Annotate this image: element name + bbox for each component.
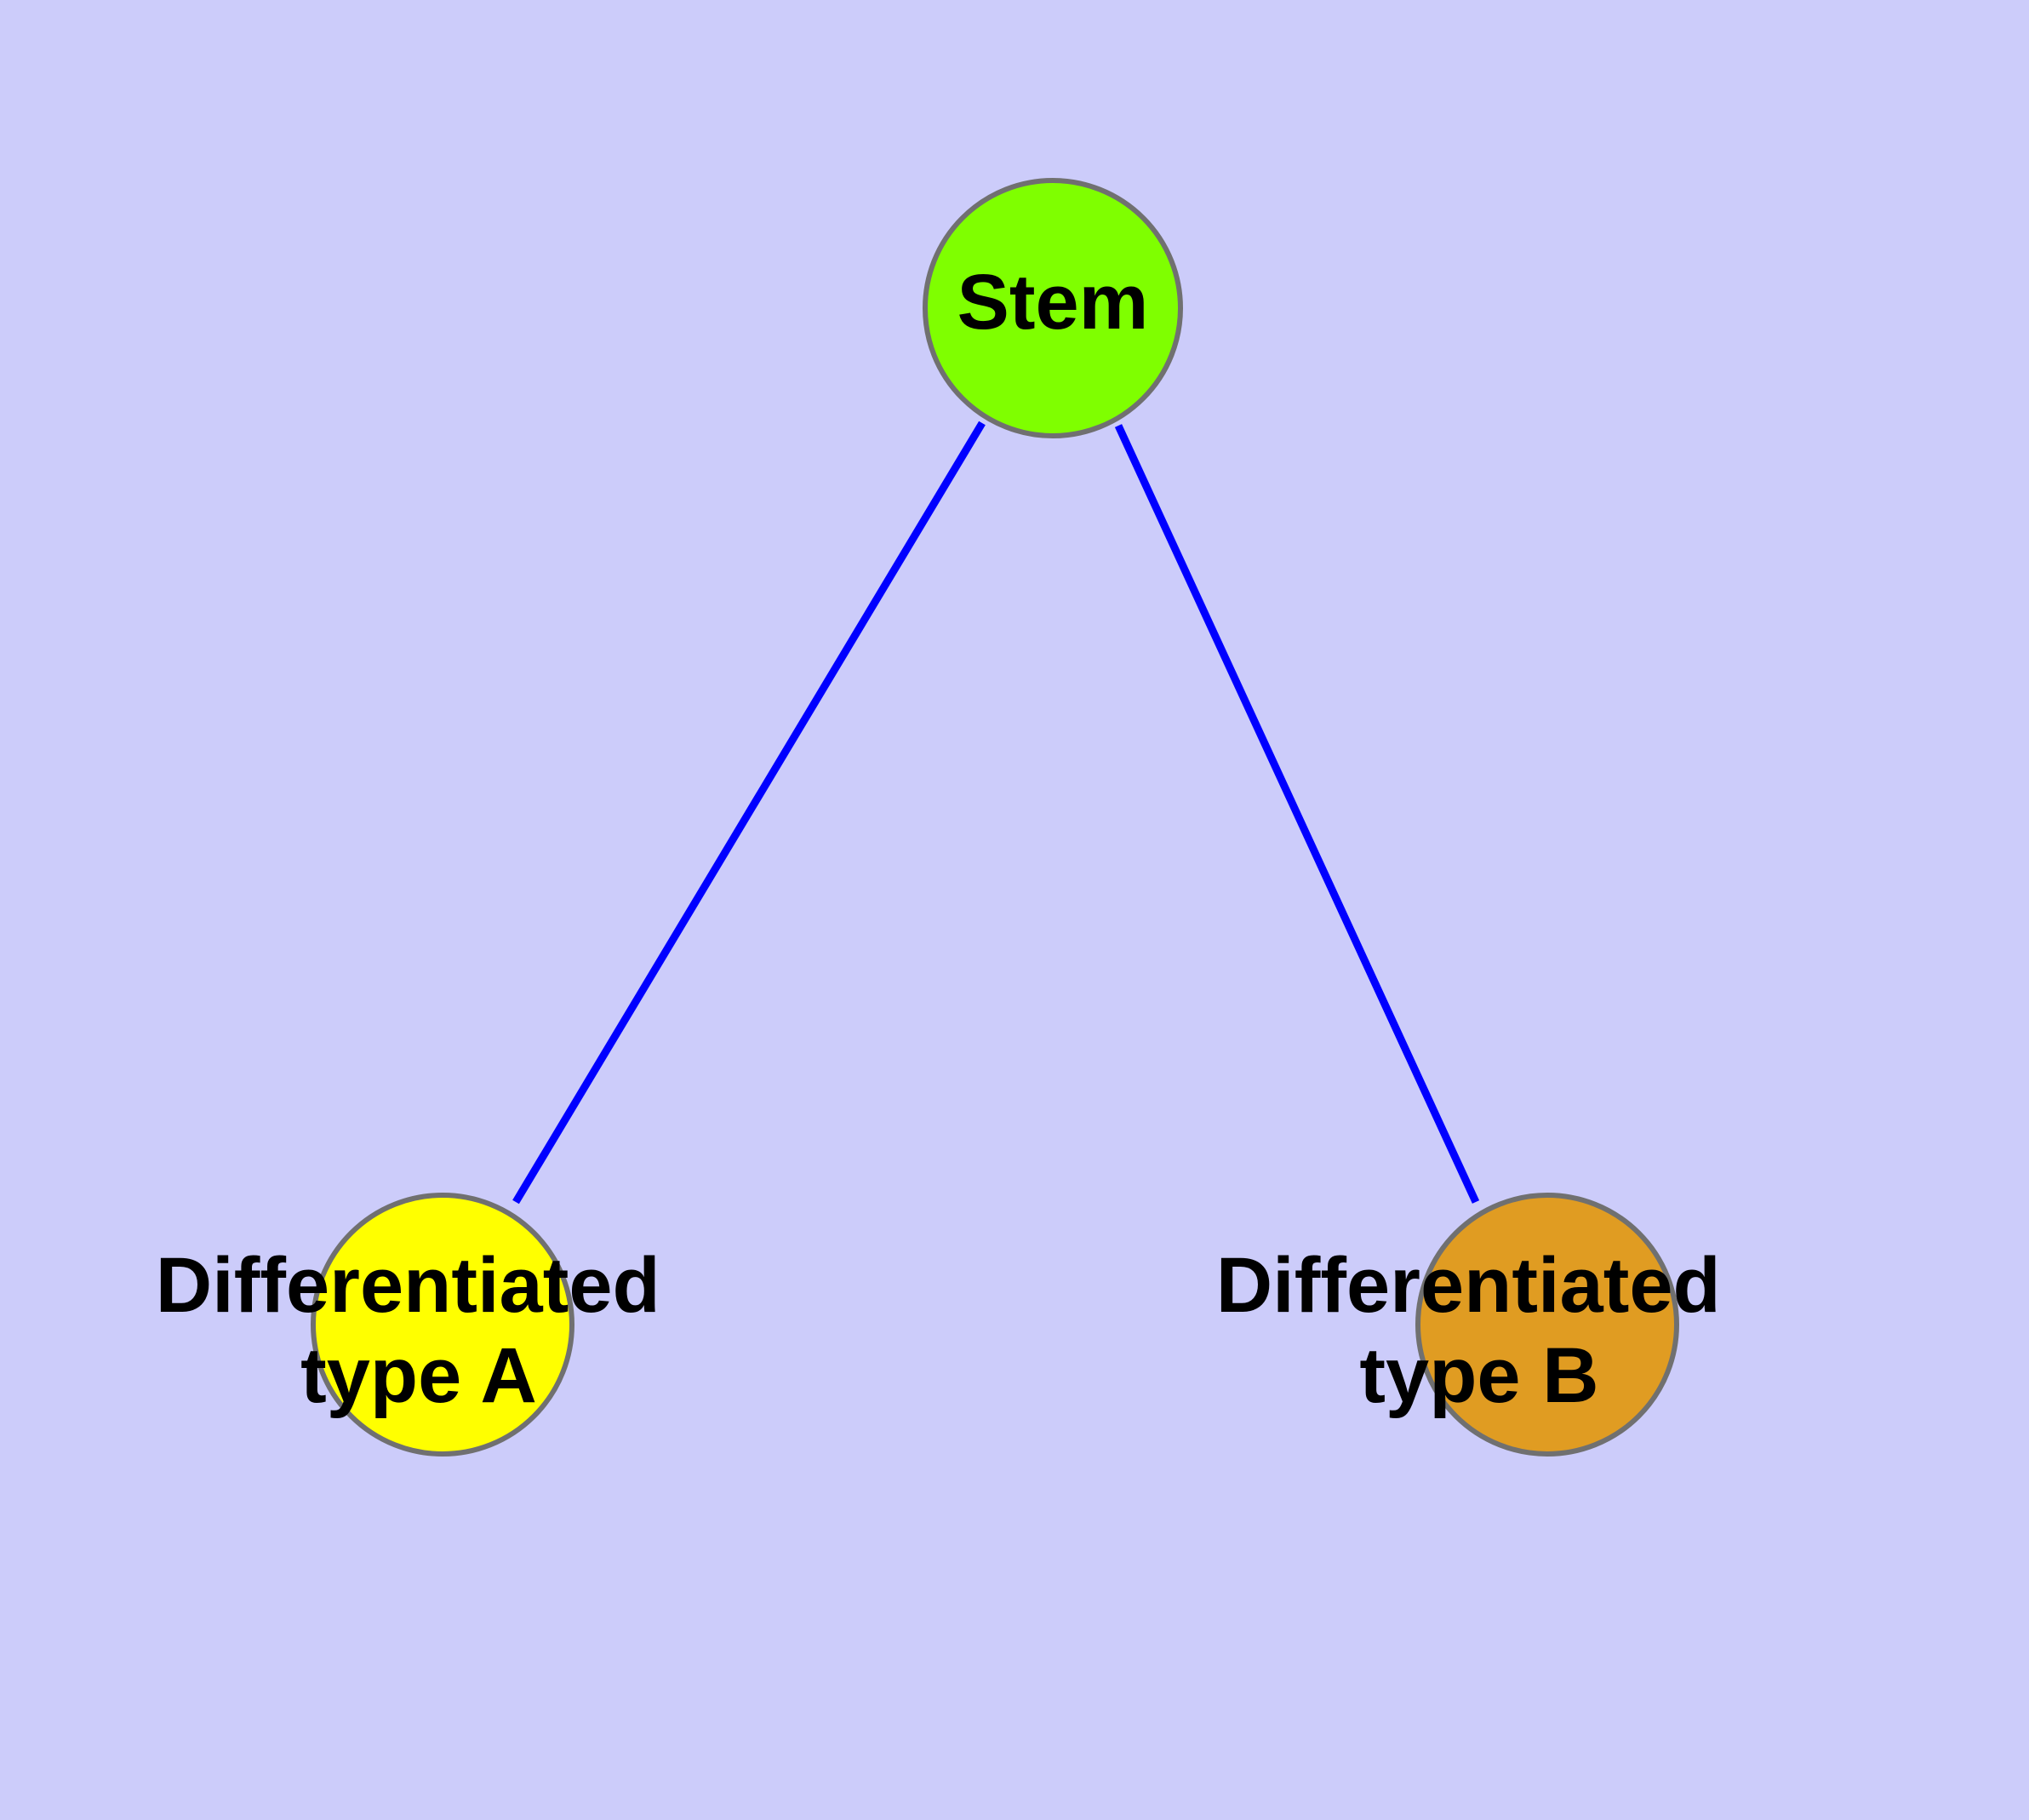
- node-differentiated-type-b-circle[interactable]: [1415, 1193, 1679, 1457]
- labels-group: Stem Differentiated type A Differentiate…: [156, 259, 1743, 1419]
- nodes-group: [311, 178, 1679, 1457]
- node-differentiated-type-a-circle[interactable]: [311, 1193, 574, 1457]
- edges-group: [512, 421, 1480, 1205]
- node-differentiated-type-a-label-line-2: type A: [300, 1332, 537, 1419]
- node-differentiated-type-b-label-line-2: type B: [1359, 1332, 1598, 1419]
- node-differentiated-type-b-label-line-1: Differentiated: [1216, 1242, 1721, 1329]
- node-differentiated-type-a-label-line-1: Differentiated: [156, 1242, 660, 1329]
- node-stem-circle[interactable]: [923, 178, 1183, 438]
- node-differentiated-type-b-label: Differentiated type B: [1216, 1242, 1743, 1419]
- edge-stem-to-differentiated-type-b[interactable]: [1114, 424, 1480, 1204]
- node-stem-label: Stem: [957, 259, 1149, 346]
- edge-stem-to-differentiated-type-a[interactable]: [512, 421, 986, 1205]
- node-stem-label-line-1: Stem: [957, 259, 1149, 346]
- node-differentiated-type-a-label: Differentiated type A: [156, 1242, 683, 1419]
